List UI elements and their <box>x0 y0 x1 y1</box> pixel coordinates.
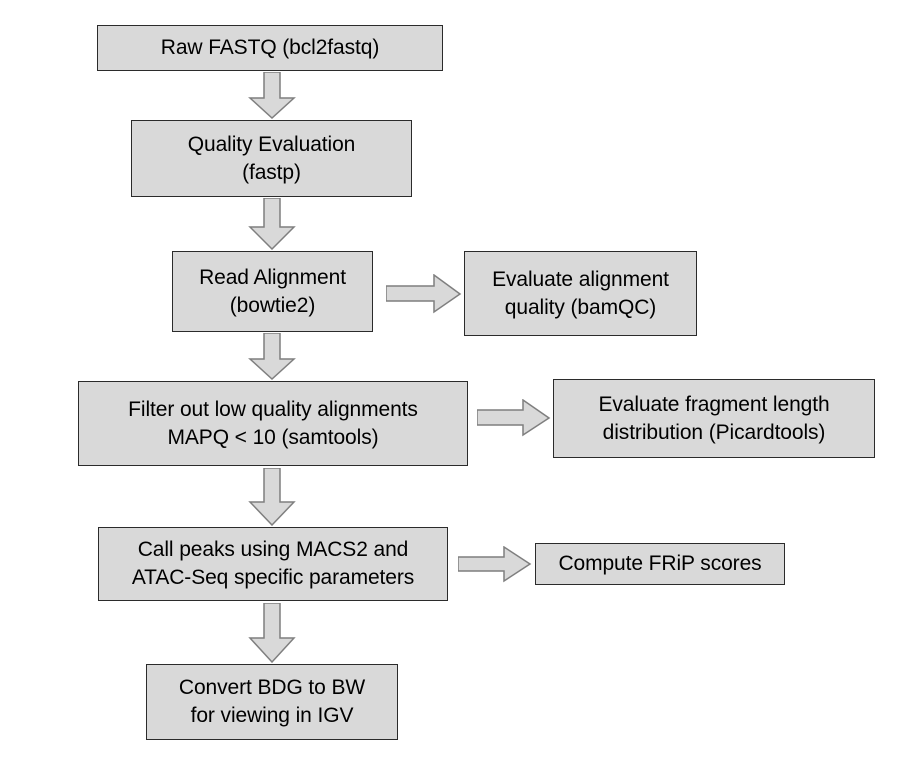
node-evaluate-alignment-quality-bamqc-label: Evaluate alignment quality (bamQC) <box>492 267 669 319</box>
node-convert-bdg-to-bw: Convert BDG to BW for viewing in IGV <box>146 664 398 740</box>
node-evaluate-fragment-length-distribution: Evaluate fragment length distribution (P… <box>553 379 875 458</box>
node-read-alignment-label: Read Alignment (bowtie2) <box>199 265 346 317</box>
node-quality-evaluation: Quality Evaluation (fastp) <box>131 120 412 197</box>
arrow-down-quality-evaluation-to-read-alignment-icon <box>248 198 296 250</box>
node-convert-bdg-to-bw-label: Convert BDG to BW for viewing in IGV <box>178 676 366 727</box>
node-quality-evaluation-label: Quality Evaluation (fastp) <box>187 132 356 184</box>
arrow-down-raw-fastq-to-quality-evaluation-icon <box>248 72 296 119</box>
node-call-peaks-macs2: Call peaks using MACS2 and ATAC-Seq spec… <box>98 527 448 601</box>
arrow-right-filter-to-fragment-length-icon <box>477 399 551 437</box>
arrow-right-call-peaks-to-frip-icon <box>458 546 532 583</box>
arrow-down-call-peaks-to-convert-icon <box>248 603 296 663</box>
arrow-down-filter-to-call-peaks-icon <box>248 468 296 526</box>
node-call-peaks-macs2-label: Call peaks using MACS2 and ATAC-Seq spec… <box>131 538 415 589</box>
arrow-down-read-alignment-to-filter-icon <box>248 333 296 380</box>
node-read-alignment: Read Alignment (bowtie2) <box>172 251 373 332</box>
node-filter-low-quality-alignments-label: Filter out low quality alignments MAPQ <… <box>128 397 418 449</box>
node-evaluate-alignment-quality-bamqc: Evaluate alignment quality (bamQC) <box>464 251 697 336</box>
node-compute-frip-scores-label: Compute FRiP scores <box>558 552 762 576</box>
node-raw-fastq: Raw FASTQ (bcl2fastq) <box>97 25 443 71</box>
arrow-right-read-alignment-to-bamqc-icon <box>386 274 462 314</box>
node-compute-frip-scores: Compute FRiP scores <box>535 543 785 585</box>
node-raw-fastq-label: Raw FASTQ (bcl2fastq) <box>160 36 380 60</box>
node-evaluate-fragment-length-distribution-label: Evaluate fragment length distribution (P… <box>598 392 830 444</box>
node-filter-low-quality-alignments: Filter out low quality alignments MAPQ <… <box>78 381 468 466</box>
